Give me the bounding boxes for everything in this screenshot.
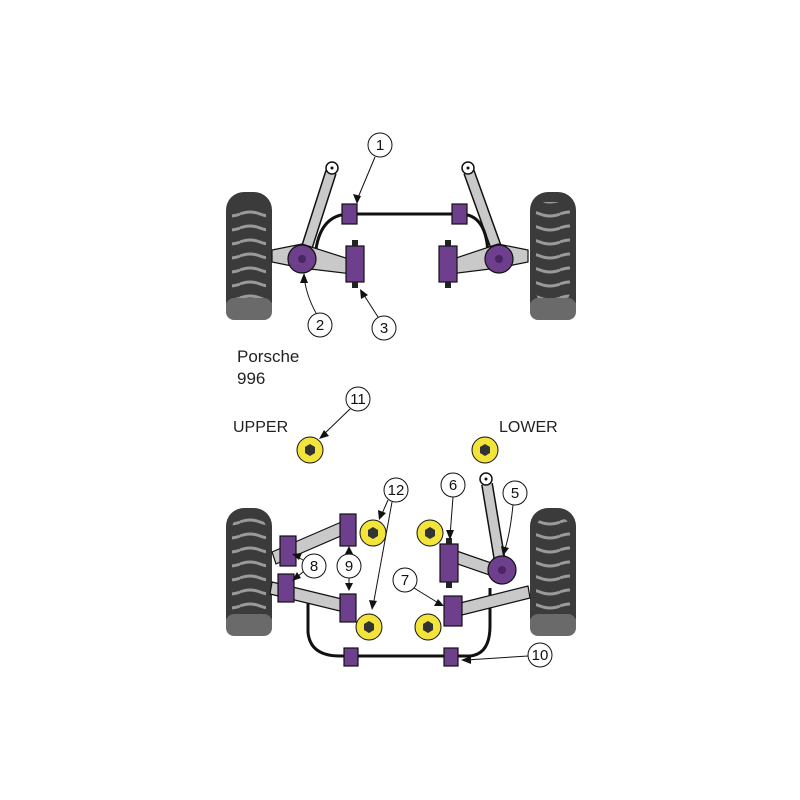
rear-upper-yellow-bush-a bbox=[359, 519, 387, 547]
svg-text:7: 7 bbox=[401, 572, 409, 589]
front-axle: 1 2 3 bbox=[226, 132, 576, 341]
front-arb-bush-left bbox=[341, 203, 358, 225]
rear-arb-bush-right bbox=[443, 647, 459, 667]
upper-top-mount-bush bbox=[296, 436, 324, 464]
svg-text:1: 1 bbox=[376, 137, 384, 154]
rear-right-strut bbox=[479, 472, 506, 563]
rear-right-lower-inner-bush bbox=[443, 595, 463, 627]
model-name: Porsche bbox=[237, 347, 299, 366]
front-wishbone-bush-left bbox=[287, 244, 317, 274]
callout-10: 10 bbox=[461, 642, 553, 668]
front-right-tyre bbox=[530, 192, 576, 320]
upper-label: UPPER bbox=[233, 419, 288, 436]
callout-12: 12 bbox=[369, 477, 409, 610]
rear-left-tyre bbox=[226, 508, 272, 636]
callout-3: 3 bbox=[360, 289, 397, 341]
front-left-strut bbox=[300, 161, 339, 252]
rear-axle: 12 6 5 7 8 bbox=[226, 472, 576, 668]
svg-text:9: 9 bbox=[345, 558, 353, 575]
svg-text:10: 10 bbox=[532, 647, 549, 664]
rear-anti-roll-bar bbox=[306, 588, 492, 658]
svg-text:11: 11 bbox=[350, 391, 366, 408]
rear-left-upper-outer-bush bbox=[279, 535, 297, 567]
front-wishbone-bush-right bbox=[484, 244, 514, 274]
callout-6: 6 bbox=[440, 472, 466, 540]
svg-text:2: 2 bbox=[316, 317, 324, 334]
svg-text:3: 3 bbox=[380, 320, 388, 337]
callout-2: 2 bbox=[300, 273, 333, 338]
callout-1: 1 bbox=[353, 132, 393, 204]
rear-upper-yellow-bush-b bbox=[416, 519, 444, 547]
rear-right-track-rod-bush bbox=[439, 538, 459, 588]
svg-text:12: 12 bbox=[388, 482, 405, 499]
rear-left-lower-inner-bush bbox=[339, 593, 357, 623]
front-arm-rear-bush-left bbox=[345, 240, 365, 288]
rear-lower-yellow-bush-a bbox=[355, 613, 383, 641]
model-year: 996 bbox=[237, 369, 265, 388]
callout-11: 11 bbox=[319, 386, 371, 439]
svg-text:5: 5 bbox=[511, 485, 519, 502]
rear-left-lower-outer-bush bbox=[277, 573, 295, 603]
front-right-strut bbox=[461, 161, 503, 253]
callout-9: 9 bbox=[336, 546, 362, 591]
front-anti-roll-bar bbox=[313, 212, 490, 259]
svg-text:8: 8 bbox=[310, 558, 318, 575]
svg-text:6: 6 bbox=[449, 477, 457, 494]
callout-7: 7 bbox=[392, 567, 444, 606]
callout-8: 8 bbox=[292, 553, 327, 581]
rear-right-tyre bbox=[530, 508, 576, 636]
rear-right-hub-bush bbox=[487, 555, 517, 585]
rear-right-lower-link bbox=[455, 585, 531, 617]
front-arb-bush-right bbox=[451, 203, 468, 225]
lower-label: LOWER bbox=[499, 419, 558, 436]
rear-lower-yellow-bush-b bbox=[414, 613, 442, 641]
rear-arb-bush-left bbox=[343, 647, 359, 667]
front-arm-rear-bush-right bbox=[438, 240, 458, 288]
rear-left-upper-inner-bush bbox=[339, 513, 357, 547]
lower-top-mount-bush bbox=[471, 436, 499, 464]
front-left-tyre bbox=[226, 192, 272, 320]
callout-5: 5 bbox=[501, 480, 528, 556]
